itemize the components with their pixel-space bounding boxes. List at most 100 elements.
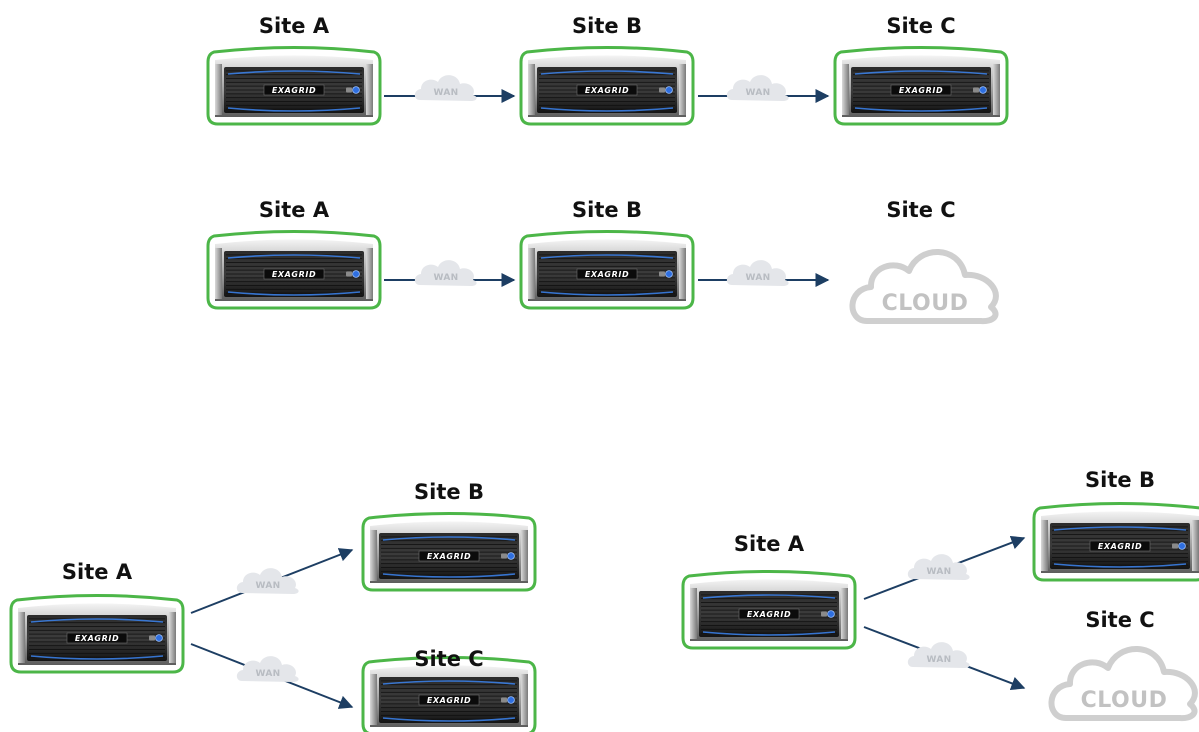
power-button-icon <box>507 696 515 704</box>
bl-wan-a-b: WAN <box>236 568 299 594</box>
br-site-b-appliance: EXAGRID <box>1032 502 1199 582</box>
appliance-right-ear <box>841 588 848 639</box>
logo-plate <box>576 84 638 96</box>
wan-label: WAN <box>927 567 952 577</box>
br-site-c-label: Site C <box>1085 608 1154 632</box>
wan-label: WAN <box>256 581 281 591</box>
appliance-left-ear <box>215 64 222 115</box>
bezel-top-glow <box>854 70 988 75</box>
appliance-left-ear <box>370 674 377 725</box>
nodes-layer: EXAGRID EXAGRID EXAGRID EXAGRID EXAGRID CLOUD… <box>9 46 1199 732</box>
status-led-icon <box>501 697 507 703</box>
appliance-left-ear <box>528 248 535 299</box>
bezel-bottom-glow <box>30 655 164 660</box>
wan-cloud-icon <box>726 75 789 101</box>
status-led-icon <box>149 635 155 641</box>
row1-wan-b-c: WAN <box>726 75 789 101</box>
br-wan-a-b: WAN <box>907 554 970 580</box>
appliance-right-ear <box>169 612 176 663</box>
wan-cloud-icon <box>414 260 477 286</box>
power-button-icon <box>155 634 163 642</box>
cloud-icon <box>1048 646 1198 722</box>
bezel-top-glow <box>382 536 516 541</box>
status-led-icon <box>1172 543 1178 549</box>
status-led-icon <box>973 87 979 93</box>
appliance-left-ear <box>842 64 849 115</box>
power-button-icon <box>979 86 987 94</box>
power-button-icon <box>665 270 673 278</box>
wan-label: WAN <box>434 88 459 98</box>
appliance-right-ear <box>521 674 528 725</box>
exagrid-logo-text: EXAGRID <box>747 610 791 619</box>
wan-cloud-icon <box>414 75 477 101</box>
row2-site-c-label: Site C <box>886 198 955 222</box>
wan-cloud-icon <box>907 554 970 580</box>
logo-plate <box>418 550 480 562</box>
logo-plate <box>66 632 128 644</box>
row1-site-b-label: Site B <box>572 14 642 38</box>
row1-site-c-label: Site C <box>886 14 955 38</box>
bezel-top-glow <box>227 70 361 75</box>
wan-label: WAN <box>746 273 771 283</box>
row2-site-c-cloud: CLOUD <box>849 249 999 325</box>
row1-site-a-appliance: EXAGRID <box>206 46 382 126</box>
wan-cloud-icon <box>907 642 970 668</box>
exagrid-logo-text: EXAGRID <box>585 86 629 95</box>
wan-label: WAN <box>746 88 771 98</box>
bezel-bottom-glow <box>227 291 361 296</box>
logo-plate <box>890 84 952 96</box>
bezel-bottom-glow <box>382 717 516 722</box>
wan-label: WAN <box>927 655 952 665</box>
logo-plate <box>1089 540 1151 552</box>
wan-label: WAN <box>256 669 281 679</box>
row1-site-c-appliance: EXAGRID <box>833 46 1009 126</box>
status-led-icon <box>659 87 665 93</box>
row2-site-a-label: Site A <box>259 198 330 222</box>
wan-cloud-icon <box>236 568 299 594</box>
exagrid-logo-text: EXAGRID <box>272 86 316 95</box>
cloud-label: CLOUD <box>1081 688 1168 713</box>
bezel-bottom-glow <box>382 573 516 578</box>
bezel-bottom-glow <box>854 107 988 112</box>
appliance-right-ear <box>366 64 373 115</box>
bl-site-b-appliance: EXAGRID <box>361 512 537 592</box>
row2-site-a-appliance: EXAGRID <box>206 230 382 310</box>
bezel-top-glow <box>702 594 836 599</box>
br-site-a-appliance: EXAGRID <box>681 570 857 650</box>
status-led-icon <box>346 271 352 277</box>
br-site-c-cloud: CLOUD <box>1048 646 1198 722</box>
bl-site-c-label: Site C <box>414 647 483 671</box>
appliance-right-ear <box>679 248 686 299</box>
appliance-right-ear <box>679 64 686 115</box>
appliance-right-ear <box>521 530 528 581</box>
exagrid-logo-text: EXAGRID <box>427 696 471 705</box>
bl-site-b-label: Site B <box>414 480 484 504</box>
bezel-top-glow <box>382 680 516 685</box>
row2-wan-b-c: WAN <box>726 260 789 286</box>
bl-wan-a-c: WAN <box>236 656 299 682</box>
appliance-left-ear <box>1041 520 1048 571</box>
appliance-right-ear <box>366 248 373 299</box>
exagrid-logo-text: EXAGRID <box>899 86 943 95</box>
arrows-layer <box>190 89 1026 709</box>
row1-site-a-label: Site A <box>259 14 330 38</box>
logo-plate <box>263 268 325 280</box>
appliance-left-ear <box>690 588 697 639</box>
bezel-top-glow <box>540 254 674 259</box>
bezel-bottom-glow <box>540 107 674 112</box>
power-button-icon <box>352 270 360 278</box>
br-site-b-label: Site B <box>1085 468 1155 492</box>
appliance-left-ear <box>528 64 535 115</box>
logo-plate <box>263 84 325 96</box>
wan-cloud-icon <box>726 260 789 286</box>
row1-wan-a-b: WAN <box>414 75 477 101</box>
appliance-right-ear <box>1192 520 1199 571</box>
appliance-left-ear <box>370 530 377 581</box>
cloud-icon <box>849 249 999 325</box>
bezel-bottom-glow <box>227 107 361 112</box>
labels-layer: Site A Site B Site C Site A Site B Site C Site… <box>62 14 1155 671</box>
bezel-bottom-glow <box>1053 563 1187 568</box>
exagrid-logo-text: EXAGRID <box>75 634 119 643</box>
